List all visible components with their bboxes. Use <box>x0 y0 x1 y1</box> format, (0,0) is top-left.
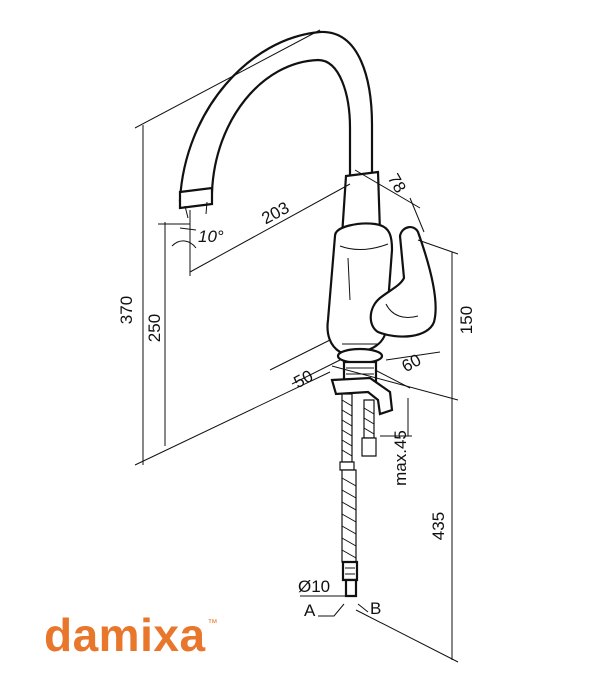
dim-203-label: 203 <box>258 198 292 228</box>
spout-outline <box>178 30 374 202</box>
mounting-clip <box>330 376 394 416</box>
faucet-drawing-icon <box>178 30 437 598</box>
hose-fitting-b <box>344 578 358 598</box>
dim-250-label: 250 <box>145 314 164 342</box>
dim-50-label: 50 <box>291 366 317 392</box>
brand-trademark: ™ <box>207 618 218 629</box>
connection-a-label: A <box>304 601 316 620</box>
dim-150-label: 150 <box>457 306 476 334</box>
brand-logo: damixa ™ <box>44 612 218 658</box>
hose-long <box>341 393 353 463</box>
dim-78-label: 78 <box>384 170 410 196</box>
hose-fitting-a <box>341 560 359 582</box>
spout-tip <box>178 186 214 210</box>
dim-370-label: 370 <box>117 296 136 324</box>
lever-handle <box>369 226 437 338</box>
dim-angle-label: 10° <box>198 227 224 246</box>
dim-diameter-label: Ø10 <box>298 577 330 596</box>
dim-435-label: 435 <box>429 512 448 540</box>
dim-max45-label: max.45 <box>391 430 410 486</box>
brand-name: damixa <box>44 609 206 661</box>
dim-60-label: 60 <box>399 350 425 376</box>
dimension-lines <box>134 29 459 663</box>
connection-b-label: B <box>370 599 381 618</box>
